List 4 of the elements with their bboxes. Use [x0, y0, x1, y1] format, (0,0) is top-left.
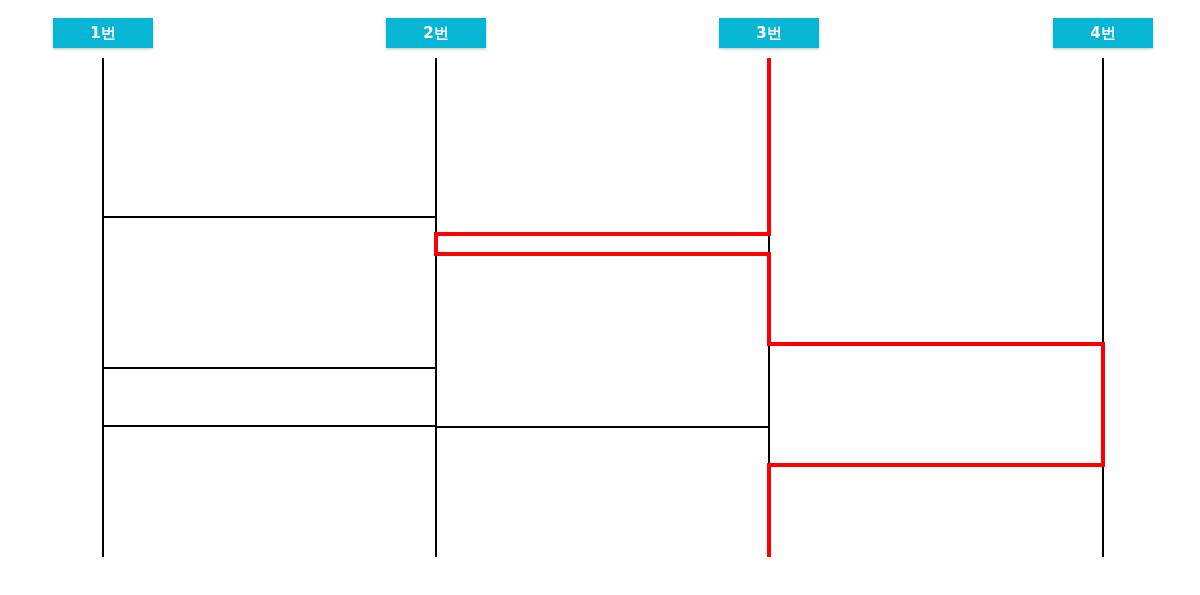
header-box: 1번 — [53, 18, 153, 48]
header-box: 4번 — [1053, 18, 1153, 48]
header-box: 2번 — [386, 18, 486, 48]
header-box: 3번 — [719, 18, 819, 48]
